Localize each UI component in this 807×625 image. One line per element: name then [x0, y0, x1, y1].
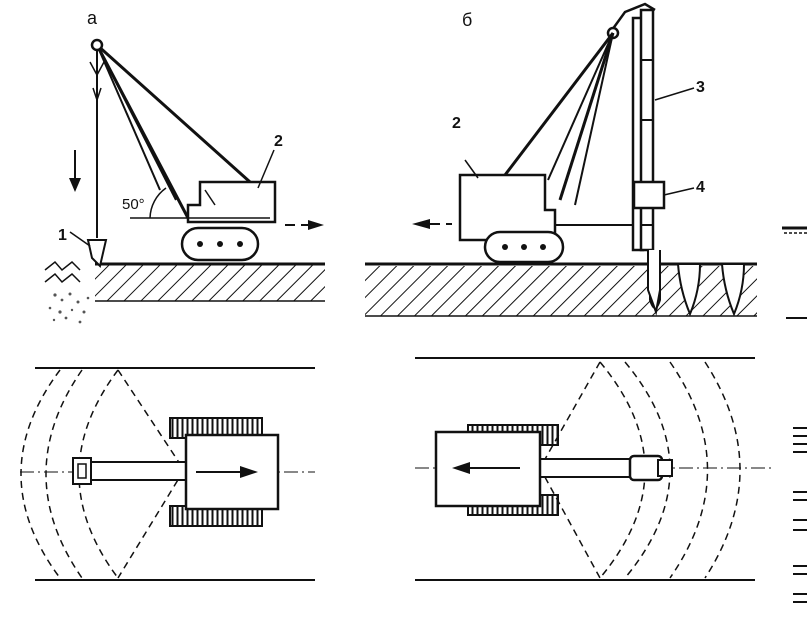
drill-head [632, 180, 666, 210]
drill-bit-plan [657, 459, 673, 477]
callout-4-label: 4 [696, 179, 705, 196]
plan-arrow-a-head [240, 466, 258, 478]
boom-plan-a [83, 461, 187, 481]
crane-body-b [458, 173, 557, 242]
panel-a-side-view [44, 38, 325, 324]
callout-3-label: 3 [696, 79, 705, 96]
travel-arrow-a-head [308, 220, 324, 230]
callout-2b-label: 2 [452, 115, 461, 132]
drill-bit [647, 250, 661, 316]
swing-triangle-a [117, 369, 185, 579]
plan-arrow-b-head [452, 462, 470, 474]
boom-inner-b [574, 32, 614, 206]
swing-arc-2b [624, 361, 671, 579]
drill-mast-inner [639, 8, 655, 252]
travel-arrow-b-head [412, 219, 430, 229]
swing-arc-1b [599, 361, 646, 579]
panel-b-label: б [462, 10, 472, 30]
swing-arc-2a [45, 369, 83, 579]
track-roller-1 [197, 241, 203, 247]
rope-clamp-a [89, 61, 105, 77]
boom-mid-a [96, 44, 177, 201]
body-detail-a [204, 189, 216, 206]
panel-b-plan-view [415, 357, 775, 581]
mast-top [610, 2, 656, 31]
track-roller-b2 [521, 244, 527, 250]
boom-lower-b [558, 32, 615, 201]
callout-line-2a [257, 149, 275, 189]
boom-cable-a [95, 43, 252, 184]
angle-arc [149, 187, 167, 219]
cropped-next-figure [782, 226, 807, 603]
boom-cable-b [503, 32, 615, 176]
drop-hammer-weight [86, 239, 108, 268]
loosened-soil [48, 292, 90, 324]
track-roller-3 [237, 241, 243, 247]
callout-1-label: 1 [58, 227, 67, 244]
ground-hatch-a [95, 265, 325, 301]
boom-mid-b [547, 32, 614, 181]
swing-arc-3b [669, 361, 709, 579]
panel-a-label: а [87, 8, 98, 28]
weight-core-a [77, 463, 87, 479]
track-roller-2 [217, 241, 223, 247]
soil-wave-a [44, 260, 81, 272]
callout-line-3 [654, 87, 695, 101]
track-roller-b3 [540, 244, 546, 250]
swing-arc-4b [704, 361, 741, 579]
callout-line-2b [464, 159, 479, 179]
panel-b-side-view [365, 2, 757, 317]
callout-line-1 [69, 231, 91, 247]
rope-arrow-small [92, 87, 102, 103]
angle-label: 50° [122, 196, 145, 213]
callout-2a-label: 2 [274, 133, 283, 150]
swing-arc-1a [20, 369, 61, 579]
soil-wave-b [44, 272, 81, 284]
track-roller-b1 [502, 244, 508, 250]
boom-head-sheave-a [90, 38, 104, 52]
crane-body-a [186, 180, 277, 224]
callout-line-4 [663, 187, 695, 196]
panel-a-plan-view [20, 367, 315, 581]
boom-inner-a [96, 44, 161, 191]
down-arrow-head [69, 178, 81, 192]
